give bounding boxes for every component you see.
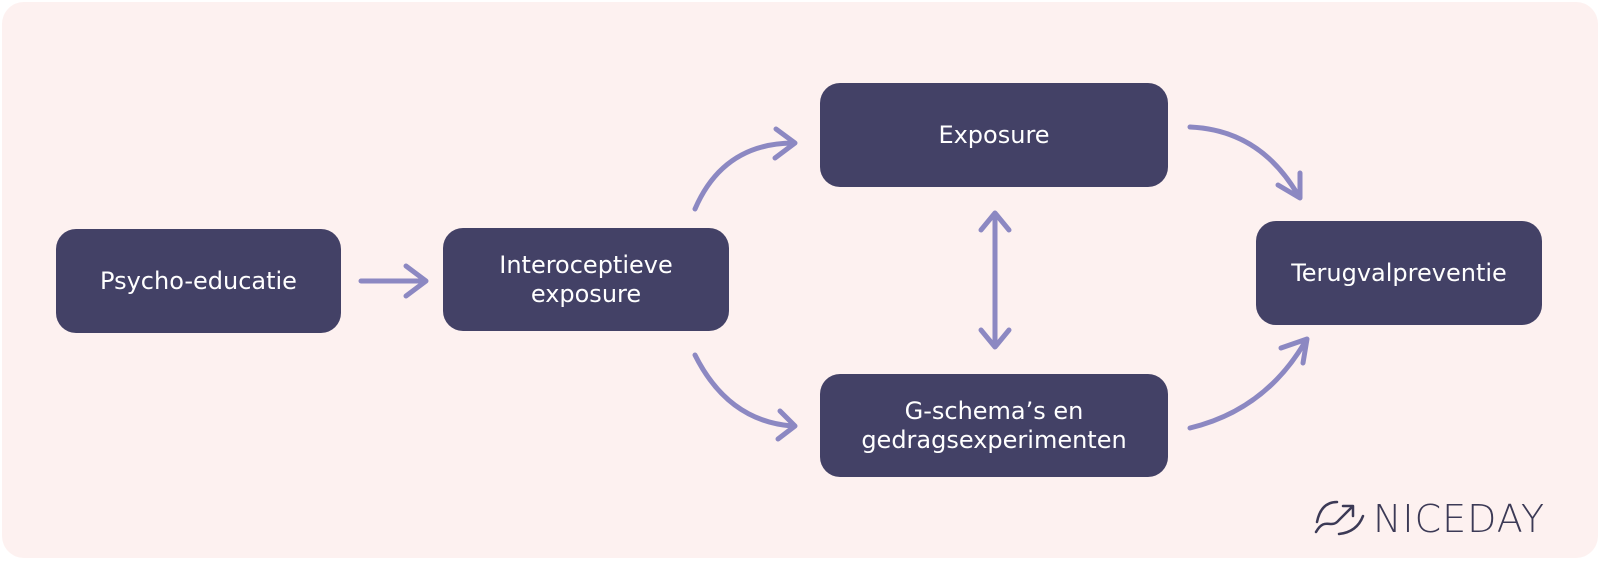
- arrow-exposure-gschema-bidirectional: [978, 210, 1012, 350]
- node-label: Terugvalpreventie: [1291, 258, 1507, 287]
- arrow-exposure-to-relapse-prevention: [1187, 124, 1303, 201]
- node-label: Exposure: [938, 120, 1050, 149]
- arrow-gschema-to-relapse-prevention: [1187, 336, 1310, 431]
- niceday-logo-text: NICEDAY: [1373, 497, 1546, 541]
- node-exposure: Exposure: [820, 83, 1168, 187]
- arrow-interoceptive-to-gschema: [692, 352, 798, 442]
- node-label-line-2: gedragsexperimenten: [861, 425, 1127, 454]
- node-label-line-1: G-schema’s en: [904, 396, 1084, 425]
- node-label-line-2: exposure: [530, 279, 642, 308]
- arrow-psycho-to-interoceptive: [358, 263, 429, 299]
- node-label-line-1: Interoceptieve: [499, 250, 673, 279]
- node-interoceptive-exposure: Interoceptieve exposure: [443, 228, 729, 331]
- niceday-logo-icon: [1314, 500, 1365, 536]
- niceday-logo: NICEDAY: [1313, 496, 1583, 546]
- node-relapse-prevention: Terugvalpreventie: [1256, 221, 1542, 325]
- node-label: Psycho-educatie: [100, 266, 297, 295]
- arrow-interoceptive-to-exposure: [692, 126, 798, 212]
- node-psycho-education: Psycho-educatie: [56, 229, 341, 333]
- node-g-schemas-behavioral-experiments: G-schema’s en gedragsexperimenten: [820, 374, 1168, 477]
